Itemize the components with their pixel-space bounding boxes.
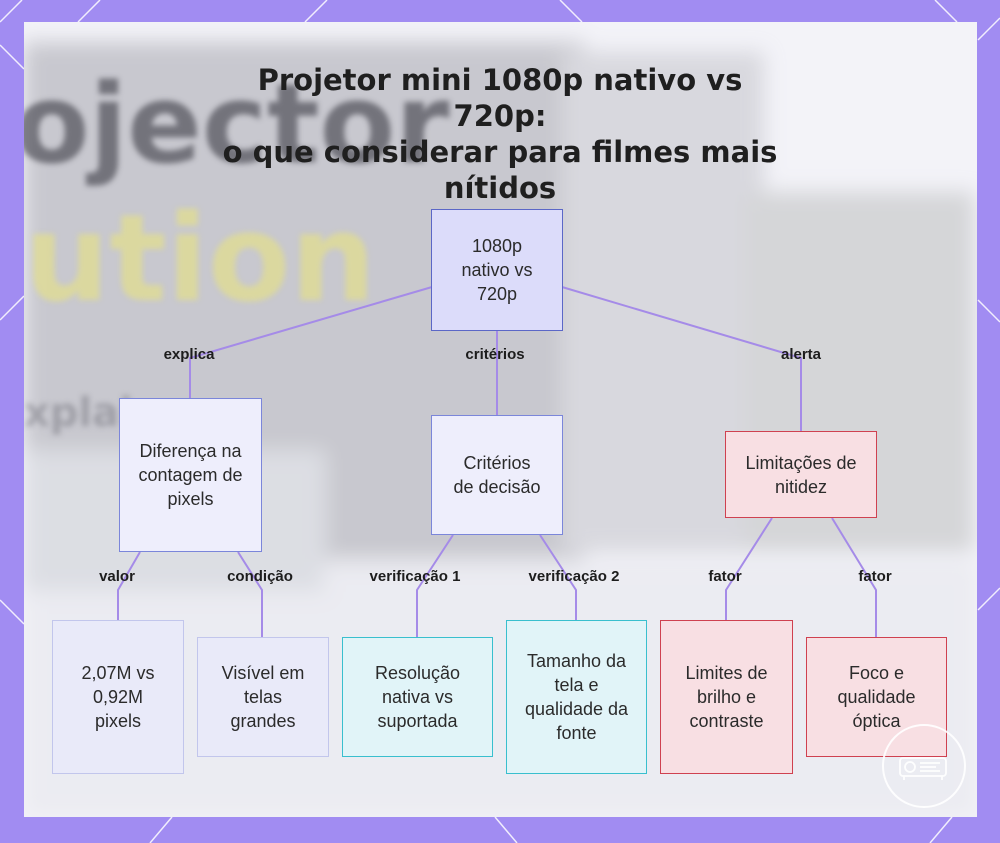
edge-label-fator-2: fator [858,568,892,585]
node-diferenca: Diferença na contagem de pixels [119,398,262,552]
title-line-1: Projetor mini 1080p nativo vs 720p: [257,63,743,133]
edge-root-diferenca [189,286,433,399]
background-word-2: ution [24,190,376,329]
edge-limitacoes-brilho [725,517,773,620]
edge-diferenca-visivel [237,551,263,637]
edge-label-fator-1: fator [708,568,742,585]
edge-label-alerta: alerta [780,346,822,363]
node-brilho: Limites de brilho e contraste [660,620,793,774]
node-criterios: Critérios de decisão [431,415,563,535]
title-line-3: nítidos [443,171,557,205]
node-limitacoes: Limitações de nitidez [725,431,877,518]
edge-diferenca-valor [117,551,141,620]
page-title: Projetor mini 1080p nativo vs 720p: o qu… [220,62,780,206]
background-word-3: xplai [24,390,133,436]
node-visivel: Visível em telas grandes [197,637,329,757]
node-root: 1080p nativo vs 720p [431,209,563,331]
edge-criterios-resolucao [416,534,454,637]
projector-icon [882,724,966,808]
edge-label-criterios: critérios [465,346,525,363]
edge-label-verificacao-2: verificação 2 [528,568,620,585]
node-resolucao: Resolução nativa vs suportada [342,637,493,757]
background-word-1: ojector [24,60,450,188]
edge-label-condicao: condição [227,568,293,585]
title-line-2: o que considerar para filmes mais [222,135,778,169]
node-pixels-valor: 2,07M vs 0,92M pixels [52,620,184,774]
edge-root-limitacoes [561,286,802,432]
edge-criterios-tamanho [539,534,577,620]
edge-limitacoes-foco [831,517,877,637]
node-tamanho: Tamanho da tela e qualidade da fonte [506,620,647,774]
edge-label-valor: valor [99,568,135,585]
node-foco: Foco e qualidade óptica [806,637,947,757]
edge-label-verificacao-1: verificação 1 [369,568,461,585]
edge-label-explica: explica [163,346,215,363]
